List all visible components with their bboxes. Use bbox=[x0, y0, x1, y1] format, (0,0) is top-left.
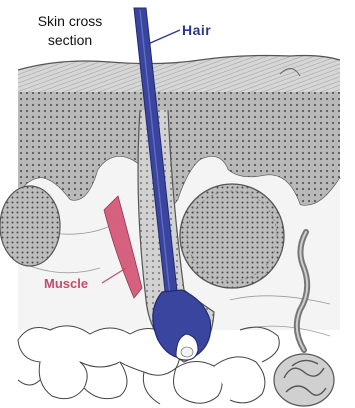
title-line-1: Skin cross bbox=[30, 12, 110, 31]
fat-cells bbox=[18, 326, 279, 404]
hair-label: Hair bbox=[182, 22, 211, 38]
title-line-2: section bbox=[30, 31, 110, 50]
hair-leader-line bbox=[148, 30, 180, 44]
sebaceous-gland bbox=[180, 184, 284, 288]
skin-surface-layer bbox=[18, 56, 340, 97]
sebaceous-gland-left bbox=[0, 186, 60, 266]
diagram-title: Skin cross section bbox=[30, 12, 110, 50]
muscle-label: Muscle bbox=[44, 276, 88, 291]
